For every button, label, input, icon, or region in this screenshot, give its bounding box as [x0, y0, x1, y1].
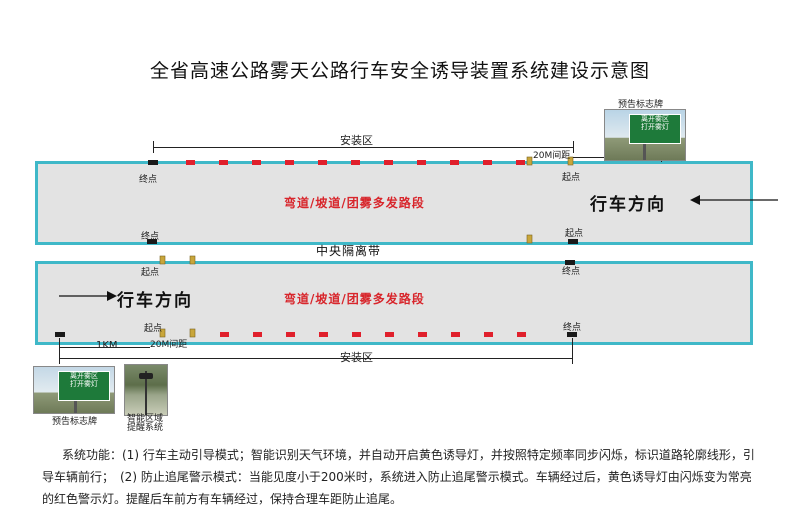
upper-warning-sign-caption: 预告标志牌 — [618, 100, 664, 110]
upper-direction-arrow — [690, 195, 778, 205]
lower-bottom-red-light — [418, 332, 427, 337]
lower-sign-line2: 打开雾灯 — [70, 380, 98, 388]
upper-top-red-light — [285, 160, 294, 165]
upper-danger-zone-label: 弯道/坡道/团雾多发路段 — [284, 196, 425, 210]
lower-road — [35, 261, 753, 345]
lower-install-dimension — [59, 358, 572, 359]
upper-bottom-start-marker — [568, 239, 578, 244]
upper-bottom-yellow-light — [526, 234, 533, 244]
lower-bottom-red-light — [385, 332, 394, 337]
upper-top-yellow-light — [567, 156, 574, 166]
lower-1km-dimension — [59, 347, 150, 348]
upper-top-red-light — [219, 160, 228, 165]
upper-direction-label: 行车方向 — [590, 195, 666, 215]
lower-danger-zone-label: 弯道/坡道/团雾多发路段 — [284, 292, 425, 306]
upper-spacing-label: 20M间距 — [533, 151, 571, 161]
upper-top-red-light — [483, 160, 492, 165]
smart-system-lamp — [139, 373, 153, 379]
lower-bottom-yellow-light — [159, 328, 166, 338]
lower-spacing-label: 20M间距 — [150, 340, 188, 350]
system-description: 系统功能：(1) 行车主动引导模式；智能识别天气环境，并自动开启黄色诱导灯，并按… — [42, 448, 755, 506]
upper-top-end-marker — [148, 160, 158, 165]
lower-bottom-red-light — [451, 332, 460, 337]
lower-bottom-yellow-light — [189, 328, 196, 338]
upper-end-label-bottom: 终点 — [141, 232, 160, 242]
lower-top-yellow-light — [159, 255, 166, 265]
upper-end-label-top: 终点 — [139, 175, 158, 185]
upper-install-dimension — [153, 147, 573, 148]
upper-top-red-light — [186, 160, 195, 165]
upper-top-red-light — [252, 160, 261, 165]
smart-system-photo — [124, 364, 168, 416]
lower-bottom-red-light — [220, 332, 229, 337]
upper-top-red-light — [450, 160, 459, 165]
lower-direction-label: 行车方向 — [117, 291, 193, 311]
upper-top-red-light — [516, 160, 525, 165]
lower-end-label-bottom: 终点 — [563, 323, 582, 333]
lower-sign-board: 离开雾区 打开雾灯 — [58, 371, 110, 401]
upper-top-red-light — [384, 160, 393, 165]
lower-sign-pole — [74, 397, 77, 413]
lower-bottom-red-light — [352, 332, 361, 337]
lower-sign-line1: 离开雾区 — [70, 372, 98, 380]
lower-install-tick-right — [572, 338, 573, 364]
upper-road — [35, 161, 753, 245]
lower-1km-label: 1KM — [96, 340, 118, 351]
upper-install-tick-left — [153, 141, 154, 153]
lower-install-label: 安装区 — [340, 351, 373, 364]
lower-direction-arrow — [59, 291, 117, 301]
median-label: 中央隔离带 — [316, 244, 382, 258]
lower-warning-sign-caption: 预告标志牌 — [52, 417, 98, 427]
lower-bottom-red-light — [484, 332, 493, 337]
upper-top-red-light — [417, 160, 426, 165]
upper-install-tick-right — [573, 141, 574, 153]
lower-start-label-bottom: 起点 — [144, 324, 163, 334]
upper-top-yellow-light — [526, 156, 533, 166]
lower-warning-sign-photo: 离开雾区 打开雾灯 — [33, 366, 115, 414]
smart-system-caption: 智能区域 提醒系统 — [126, 414, 163, 433]
lower-bottom-red-light — [286, 332, 295, 337]
upper-sign-line2: 打开雾灯 — [641, 123, 669, 131]
lower-bottom-end-marker — [567, 332, 577, 337]
lower-top-end-marker — [565, 260, 575, 265]
lower-start-label-top: 起点 — [141, 268, 160, 278]
upper-start-label-top: 起点 — [562, 173, 581, 183]
smart-system-pole — [145, 371, 147, 415]
upper-bottom-end-marker — [147, 239, 157, 244]
upper-sign-line1: 离开雾区 — [641, 115, 669, 123]
lower-bottom-red-light — [517, 332, 526, 337]
lower-bottom-red-light — [253, 332, 262, 337]
upper-top-red-light — [351, 160, 360, 165]
page-title: 全省高速公路雾天公路行车安全诱导装置系统建设示意图 — [149, 60, 650, 82]
upper-sign-pole — [643, 140, 646, 160]
upper-warning-sign-photo: 离开雾区 打开雾灯 — [604, 109, 686, 161]
lower-top-yellow-light — [189, 255, 196, 265]
upper-sign-board: 离开雾区 打开雾灯 — [629, 114, 681, 144]
lower-install-tick-left — [59, 338, 60, 364]
lower-end-label-top: 终点 — [562, 267, 581, 277]
upper-install-label: 安装区 — [340, 134, 373, 147]
upper-start-label-bottom: 起点 — [565, 229, 584, 239]
upper-top-red-light — [318, 160, 327, 165]
lower-bottom-red-light — [319, 332, 328, 337]
lower-bottom-1km-marker — [55, 332, 65, 337]
